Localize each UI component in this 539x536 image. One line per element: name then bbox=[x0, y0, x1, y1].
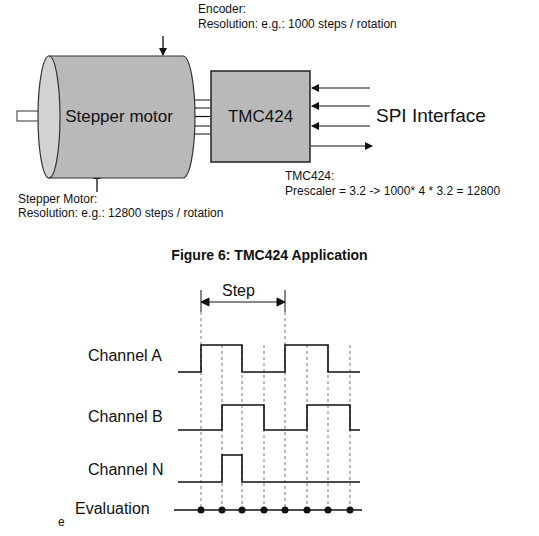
node-text-block: Stepper motor bbox=[43, 107, 189, 127]
signal-name: Channel A bbox=[88, 347, 162, 365]
callout-title: TMC424: bbox=[285, 170, 334, 184]
stepper-motor: Stepper motor bbox=[37, 55, 195, 179]
callout-title: Stepper Motor: bbox=[18, 193, 97, 207]
callout-text: Prescaler = 3.2 -> 1000* 4 * 3.2 = 12800 bbox=[285, 185, 500, 199]
figure-caption: Figure 6: TMC424 Application bbox=[0, 247, 539, 263]
signal-name: Channel N bbox=[88, 461, 164, 479]
channel-a-wave bbox=[178, 345, 360, 372]
callout-text: Resolution: e.g.: 1000 steps / rotation bbox=[198, 18, 397, 32]
waveforms bbox=[174, 345, 362, 510]
channel-b-wave bbox=[178, 405, 360, 430]
controller-box: TMC424 bbox=[210, 70, 311, 163]
motor-shaft bbox=[17, 111, 41, 121]
spi-lines bbox=[311, 88, 372, 146]
interval-label: Step bbox=[222, 282, 255, 300]
signal-name: Channel B bbox=[88, 408, 163, 426]
timing-guides bbox=[201, 312, 350, 510]
encoder-pointer bbox=[162, 36, 163, 55]
node-text-block: TMC424 bbox=[222, 107, 299, 127]
callout-text: Resolution: e.g.: 12800 steps / rotation bbox=[18, 207, 223, 221]
channel-n-wave bbox=[178, 455, 360, 482]
note: e bbox=[58, 516, 65, 530]
node-text: Stepper motor bbox=[65, 107, 173, 127]
evaluation-dots bbox=[198, 507, 354, 514]
node-text: TMC424 bbox=[228, 107, 293, 127]
signal-name: Evaluation bbox=[75, 500, 150, 518]
interface-label: SPI Interface bbox=[376, 105, 486, 127]
callout-title: Encoder: bbox=[198, 3, 246, 17]
